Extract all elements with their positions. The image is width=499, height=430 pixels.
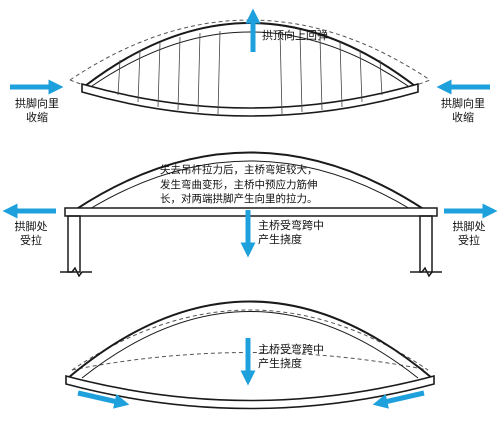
bridge-deck	[64, 207, 438, 217]
panel1-right-label: 拱脚向里 收缩	[441, 97, 485, 124]
arch-rib	[74, 151, 426, 211]
panel1-arrow-label: 拱顶向上回弹	[262, 29, 328, 42]
right-outward-arrow	[372, 390, 425, 409]
panel-2	[2, 151, 498, 278]
sagging-deck	[65, 374, 435, 410]
panel3-arrow-label: 主桥受弯跨中 产生挠度	[258, 343, 324, 370]
panel-3	[65, 300, 435, 410]
panel-1	[10, 8, 490, 117]
deformed-deck	[81, 82, 419, 117]
panel2-explanation-note: 失去吊杆拉力后，主桥弯矩较大， 发生弯曲变形，主桥中预应力筋伸 长，对两端拱脚产…	[160, 164, 318, 205]
panel2-arrow-label: 主桥受弯跨中 产生挠度	[258, 219, 324, 246]
panel2-right-label: 拱脚处 受拉	[452, 220, 486, 247]
panel1-left-label: 拱脚向里 收缩	[15, 97, 59, 124]
hangers	[117, 30, 383, 115]
left-outward-arrow	[77, 390, 130, 409]
deformed-arch-sagging	[67, 300, 433, 379]
panel2-left-label: 拱脚处 受拉	[14, 220, 48, 247]
original-arch-outline	[69, 19, 431, 81]
piers	[60, 215, 442, 278]
